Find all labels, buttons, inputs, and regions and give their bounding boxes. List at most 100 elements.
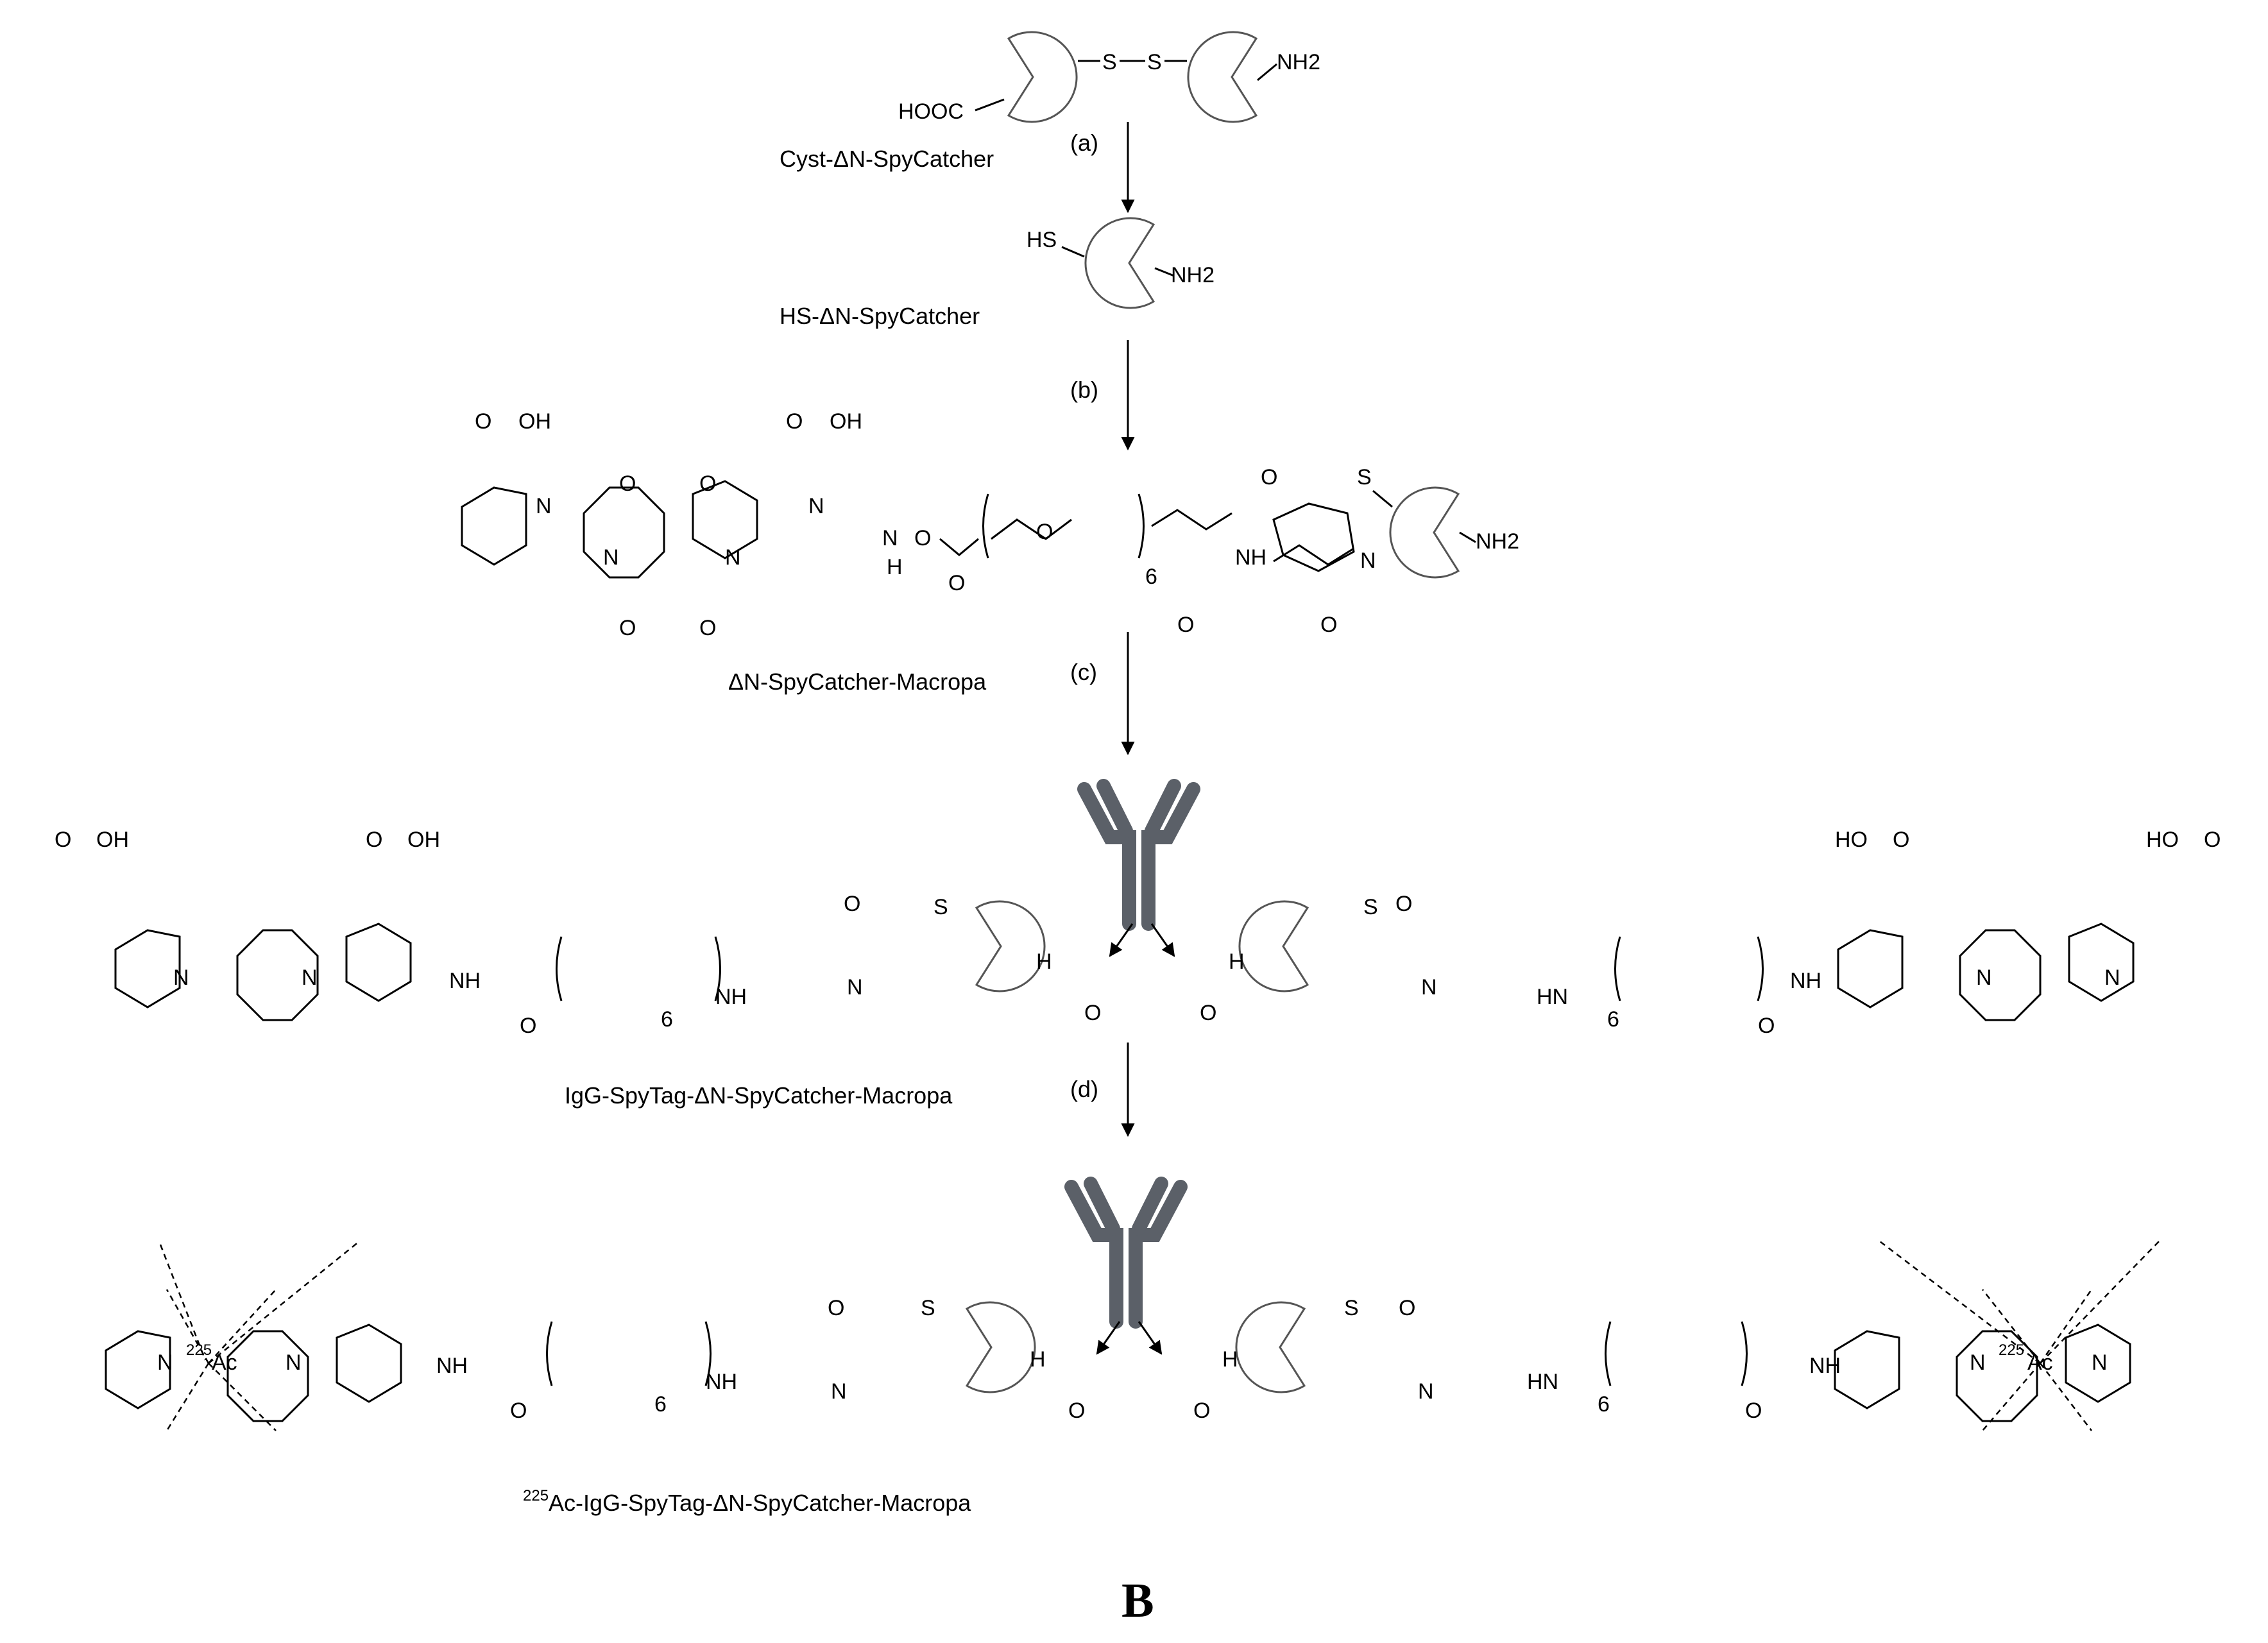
atom-nh: NH [1790,969,1821,993]
step-label-a: (a) [1070,130,1098,156]
atom-n: N [157,1350,173,1375]
atom-hooc: HOOC [898,99,964,124]
atom-n: N [1976,966,1992,990]
atom-hn: HN [1537,985,1568,1009]
atom-nh: NH [1235,545,1266,570]
spycatcher-macropa-structure: O OH O OH N N O O O O N N N H O O O 6 NH… [461,409,1519,640]
atom-n: N [847,975,863,1000]
hs-spycatcher-structure: HS NH2 [1027,217,1215,309]
atom-oh: OH [407,828,440,852]
atom-o: O [475,409,491,434]
compound-label-cyst: Cyst-ΔN-SpyCatcher [780,146,994,172]
atom-hs: HS [1027,228,1057,252]
ac-complex-right-structure: N 225 Ac N NH O 6 HN O N S H O [1193,1241,2160,1431]
atom-o: O [1320,613,1337,637]
atom-o: O [2204,828,2221,852]
atom-n: N [2104,966,2120,990]
atom-o: O [1036,520,1053,544]
protein-icon [975,900,1046,992]
atom-nh: NH [1809,1354,1841,1378]
atom-o: O [1068,1399,1085,1423]
atom-h: H [887,555,903,579]
atom-oh: OH [830,409,862,434]
compound-label-macropa: ΔN-SpyCatcher-Macropa [728,668,987,695]
atom-n: N [286,1350,302,1375]
atom-oh: OH [518,409,551,434]
atom-n: N [1418,1379,1434,1404]
step-label-d: (d) [1070,1076,1098,1102]
atom-nh: H [1222,1347,1238,1372]
atom-o: O [55,828,71,852]
antibody-icon [1064,1177,1188,1329]
atom-nh: NH [715,985,747,1009]
peg-repeat-count: 6 [1145,565,1157,589]
atom-o: O [619,472,636,496]
atom-s: S [1363,895,1378,919]
atom-n: N [808,494,824,518]
protein-icon [1389,486,1460,579]
atom-hn: HN [1527,1370,1558,1394]
peg-repeat-count: 6 [1607,1007,1619,1032]
protein-icon [1238,900,1309,992]
peg-repeat-count: 6 [1598,1392,1610,1417]
cyst-spycatcher-structure: S S HOOC NH2 [898,31,1320,124]
protein-icon [966,1301,1036,1393]
atom-s: S [934,895,948,919]
compound-label-igg: IgG-SpyTag-ΔN-SpyCatcher-Macropa [565,1082,953,1109]
atom-o: O [1261,465,1277,489]
peg-repeat-count: 6 [654,1392,667,1417]
atom-o: O [786,409,803,434]
atom-nh: H [1229,949,1245,974]
atom-o: O [914,526,931,550]
atom-n: N [725,545,741,570]
atom-n: N [173,966,189,990]
atom-o: O [1399,1296,1415,1320]
ac-compound-name: Ac-IgG-SpyTag-ΔN-SpyCatcher-Macropa [549,1490,971,1516]
atom-o: O [366,828,382,852]
atom-nh: H [1036,949,1052,974]
atom-n: N [302,966,318,990]
atom-s: S [1147,50,1162,74]
atom-s: S [1102,50,1117,74]
panel-label: B [1121,1574,1154,1628]
atom-ho: HO [1835,828,1868,852]
atom-o: O [844,892,860,916]
atom-o: O [520,1014,536,1038]
compound-label-ac225: 225Ac-IgG-SpyTag-ΔN-SpyCatcher-Macropa [523,1487,971,1516]
protein-icon [1235,1301,1306,1393]
protein-icon [1084,217,1155,309]
macropa-left-structure: O OH O OH N N NH O 6 NH O N S H O [55,828,1101,1038]
atom-o: O [510,1399,527,1423]
ac-complex-left-structure: N 225 Ac N NH O 6 NH O N S H O [105,1241,1085,1431]
atom-ho: HO [2146,828,2179,852]
atom-o: O [1200,1001,1216,1025]
ac-isotope: 225 [523,1487,549,1504]
atom-oh: OH [96,828,129,852]
atom-o: O [1395,892,1412,916]
protein-icon [1187,31,1258,123]
atom-o: O [1893,828,1909,852]
atom-o: O [828,1296,844,1320]
atom-n: N [1421,975,1437,1000]
antibody-icon [1077,779,1200,931]
atom-ac: Ac [2027,1350,2053,1375]
atom-n: N [1970,1350,1986,1375]
atom-nh: H [1030,1347,1046,1372]
atom-nh: NH [436,1354,468,1378]
atom-o: O [1758,1014,1775,1038]
atom-nh: NH [449,969,481,993]
atom-o: O [699,616,716,640]
atom-n: N [1360,549,1376,573]
ac-isotope: 225 [1999,1341,2024,1359]
atom-o: O [619,616,636,640]
atom-nh: NH [706,1370,737,1394]
peg-repeat-count: 6 [661,1007,673,1032]
atom-o: O [948,571,965,595]
atom-o: O [1193,1399,1210,1423]
atom-s: S [1344,1296,1359,1320]
atom-ac: Ac [212,1350,237,1375]
atom-nh2: NH2 [1476,529,1519,554]
atom-o: O [1177,613,1194,637]
atom-n: N [2092,1350,2108,1375]
